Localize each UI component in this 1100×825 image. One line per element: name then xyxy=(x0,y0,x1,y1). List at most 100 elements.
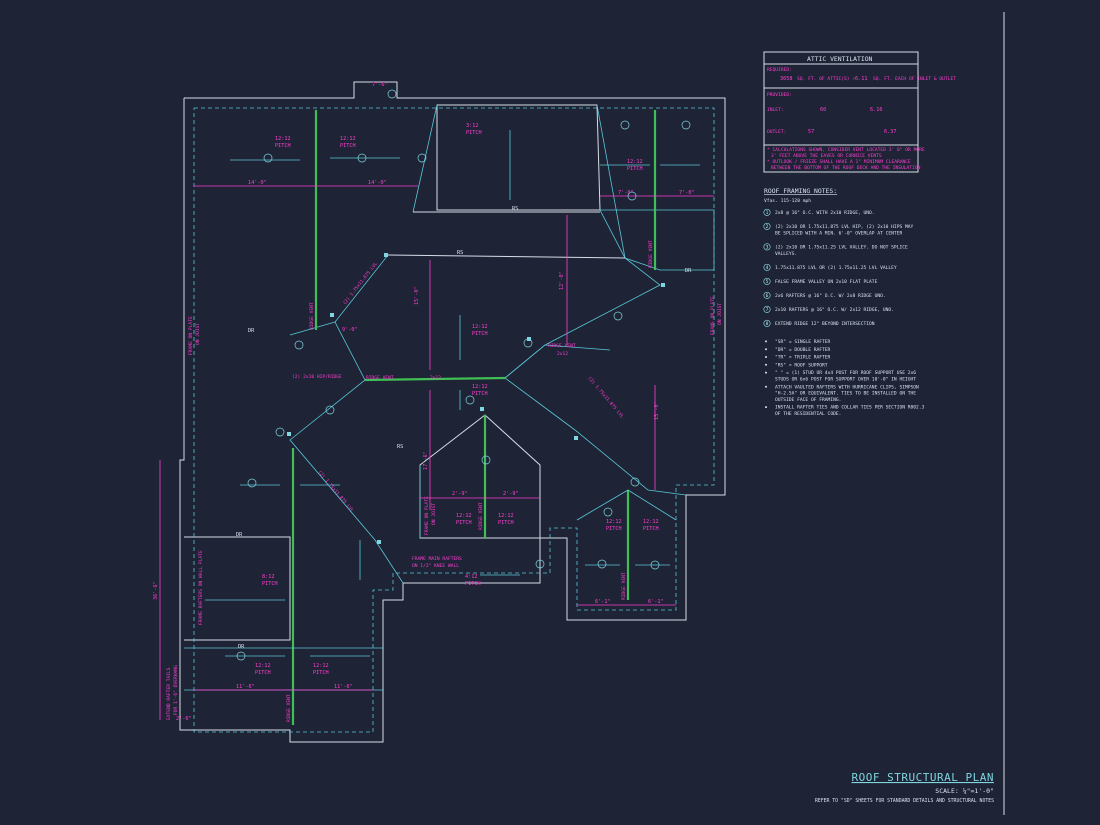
ventilation-title: ATTIC VENTILATION xyxy=(807,55,873,63)
on-joist-label: ON JOIST xyxy=(195,323,201,345)
note-number-marker xyxy=(763,291,771,299)
required-label: REQUIRED: xyxy=(767,67,792,73)
dimension-text: 17'-6" xyxy=(423,451,429,470)
frame-on-plate-label: FRAME ON PLATE xyxy=(424,496,430,535)
note-number-marker xyxy=(763,305,771,313)
pitch-word: PITCH xyxy=(472,331,488,337)
pitch-word: PITCH xyxy=(643,526,659,532)
attic-ventilation-table: ATTIC VENTILATION REQUIRED: 3658 SQ. FT.… xyxy=(763,51,956,173)
pitch-word: PITCH xyxy=(606,526,622,532)
note-number-marker xyxy=(763,222,771,230)
ridge-vent-label: RIDGE VENT xyxy=(286,694,292,722)
dimension-text: 15'-0" xyxy=(414,286,420,305)
upper-gable-edge xyxy=(412,104,438,213)
rafter-direction-arrows xyxy=(205,130,700,657)
ridge-vent-label: RIDGE VENT xyxy=(648,240,654,268)
note-number-marker xyxy=(763,263,771,271)
rafter-tails-label: EXTEND RAFTER TAILS xyxy=(166,667,172,720)
dimension-text: 11'-6" xyxy=(334,684,353,690)
pitch-label: 12:12 xyxy=(606,519,622,525)
dimension-text: 6'-1" xyxy=(595,599,611,605)
dimension-text: 12'-0" xyxy=(559,271,565,290)
dimension-text: 7'-0" xyxy=(618,190,634,196)
knee-wall-label: ON 1/2" KNEE WALL xyxy=(412,563,459,569)
ridge-vent-label: RIDGE VENT xyxy=(366,375,394,381)
note-number-marker xyxy=(763,319,771,327)
note-number: 5 xyxy=(766,279,769,285)
ventilation-note: * OUTLOOK / FRIEZE SHALL HAVE A 1" MINIM… xyxy=(767,159,911,165)
outlet-label: OUTLET: xyxy=(767,129,786,135)
frame-on-plate-label: FRAME ON PLATE xyxy=(710,296,716,335)
dimension-text: 2'-9" xyxy=(452,491,468,497)
wind-speed: Vfas. 115-120 mph xyxy=(764,198,811,204)
pitch-label: 12:12 xyxy=(340,136,356,142)
right-upper-dormer xyxy=(599,209,715,271)
ridge-vent-label: RIDGE VENT xyxy=(309,302,315,330)
frame-rafters-label: FRAME RAFTERS ON WALL PLATE xyxy=(198,550,204,625)
on-joist-label: ON JOIST xyxy=(431,503,437,525)
dimension-text: 2'-6" xyxy=(176,716,192,722)
double-rafter-label: DR xyxy=(236,532,243,538)
dimension-text: 14'-0" xyxy=(248,180,267,186)
rafter-tails-label: FOR 1'-6" OVERHANG xyxy=(173,665,179,715)
bullet-dot xyxy=(765,371,767,374)
outlet-value1: 57 xyxy=(808,129,814,135)
member-label: 2x12 xyxy=(430,375,441,381)
pitch-label: 4:12 xyxy=(465,574,478,580)
roof-support-label: RS xyxy=(397,444,403,450)
bullet-dot xyxy=(765,363,767,366)
on-joist-label: ON JOIST xyxy=(717,303,723,325)
double-rafter-label: DR xyxy=(685,268,692,274)
pitch-label: 12:12 xyxy=(472,324,488,330)
note-text: (2) 2x10 OR 1.75x11.875 LVL HIP, (2) 2x1… xyxy=(775,224,914,237)
dimension-text: 9'-0" xyxy=(342,327,358,333)
roof-support-label: RS xyxy=(512,206,518,212)
pitch-label: 12:12 xyxy=(627,159,643,165)
roof-support-label: RS xyxy=(457,250,463,256)
required-result: 6.11 xyxy=(855,76,868,82)
roof-plan-drawing xyxy=(159,81,726,743)
note-number-marker xyxy=(763,208,771,216)
inlet-label: INLET: xyxy=(767,107,784,113)
hip-label: (2) 1.75x11.875 LVL xyxy=(316,469,355,513)
pitch-word: PITCH xyxy=(627,166,643,172)
upper-gable-edge xyxy=(596,104,626,259)
valley-line xyxy=(504,344,546,379)
frame-on-plate-label: FRAME ON PLATE xyxy=(188,316,194,355)
pitch-label: 12:12 xyxy=(456,513,472,519)
valley-line xyxy=(544,344,611,351)
pitch-word: PITCH xyxy=(498,520,514,526)
ventilation-note: * CALCULATIONS SHOWN, CONSIDER VENT LOCA… xyxy=(767,147,925,153)
drawing-title: ROOF STRUCTURAL PLAN xyxy=(852,771,994,784)
note-text: (2) 2x10 OR 1.75x11.25 LVL VALLEY. DO NO… xyxy=(775,245,908,258)
pitch-label: 12:12 xyxy=(275,136,291,142)
framing-notes-title: ROOF FRAMING NOTES: xyxy=(764,187,837,195)
inlet-value1: 60 xyxy=(820,107,826,113)
bullet-dot xyxy=(765,356,767,358)
note-markers xyxy=(236,89,691,661)
required-desc: SQ. FT. OF ATTIC(S) ÷ xyxy=(797,76,855,82)
dimension-text: 2'-9" xyxy=(503,491,519,497)
bullet-dot xyxy=(765,406,767,409)
note-number-marker xyxy=(763,243,771,251)
note-text: EXTEND RIDGE 12" BEYOND INTERSECTION xyxy=(775,321,875,327)
note-number: 8 xyxy=(766,321,769,327)
dimension-text: 15'-0" xyxy=(654,401,660,420)
ridge-vent-line xyxy=(364,376,506,382)
pitch-word: PITCH xyxy=(313,670,329,676)
double-rafter-label: DR xyxy=(248,328,255,334)
pitch-label: 8:12 xyxy=(262,574,275,580)
hip-label: (2) 1.75x11.875 LVL xyxy=(342,261,379,306)
ventilation-note: 3' FEET ABOVE THE EAVES OR CORNICE VENTS xyxy=(771,153,882,159)
note-text: 2x6 RAFTERS @ 16" O.C. W/ 2x8 RIDGE UNO. xyxy=(775,293,886,299)
pitch-word: PITCH xyxy=(340,143,356,149)
ridge-vent-label: RIDGE VENT xyxy=(548,343,576,349)
note-text: FALSE FRAME VALLEY ON 2x10 FLAT PLATE xyxy=(775,279,878,285)
note-number: 7 xyxy=(766,307,769,313)
dimension-text: 11'-6" xyxy=(236,684,255,690)
note-number: 3 xyxy=(766,245,769,251)
pitch-label: 12:12 xyxy=(643,519,659,525)
outlet-value2: 6.37 xyxy=(884,129,897,135)
